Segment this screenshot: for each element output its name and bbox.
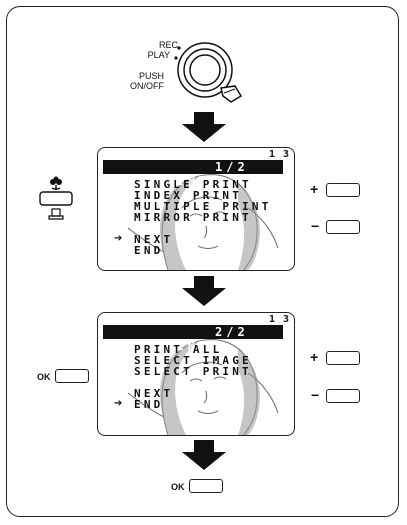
macro-print-button[interactable]	[38, 176, 74, 222]
dial-label-onoff: ON/OFF	[100, 81, 164, 91]
ok-button[interactable]	[189, 479, 223, 493]
ok-label: OK	[171, 482, 185, 492]
minus-button[interactable]	[326, 389, 360, 403]
menu-page: 2/2	[215, 325, 249, 339]
print-icon	[49, 209, 63, 219]
cursor-arrow-icon: ➔	[114, 398, 122, 409]
plus-button[interactable]	[326, 351, 360, 365]
menu-title-bar: PRINT 2/2	[103, 325, 283, 339]
flower-macro-icon	[50, 177, 62, 191]
menu-item-select-print[interactable]: SELECT PRINT	[134, 366, 252, 377]
down-arrow-icon	[182, 440, 226, 470]
lcd-screen-page1: 1 3 PRINT 1/2 SINGLE PRINT INDEX PRINT M…	[97, 147, 295, 271]
minus-label: −	[311, 218, 319, 234]
menu-item-end[interactable]: END	[134, 245, 163, 256]
frame-number: 1 3	[269, 149, 290, 160]
menu-item-end[interactable]: END	[134, 399, 163, 410]
down-arrow-icon	[182, 276, 226, 306]
plus-label: +	[310, 181, 318, 197]
minus-button[interactable]	[326, 220, 360, 234]
plus-button[interactable]	[326, 183, 360, 197]
menu-item-mirror-print[interactable]: MIRROR PRINT	[134, 212, 252, 223]
menu-title-bar: PRINT 1/2	[103, 160, 283, 174]
down-arrow-icon	[182, 112, 226, 142]
ok-button[interactable]	[55, 369, 89, 383]
dial-label-push: PUSH	[100, 71, 164, 81]
dial-knob-icon[interactable]	[165, 36, 245, 106]
cursor-arrow-icon: ➔	[114, 233, 122, 244]
dial-label-play: PLAY	[112, 50, 170, 60]
plus-label: +	[310, 349, 318, 365]
ok-label: OK	[37, 372, 51, 382]
minus-label: −	[311, 387, 319, 403]
frame-number: 1 3	[269, 314, 290, 325]
lcd-screen-page2: 1 3 PRINT 2/2 PRINT ALL SELECT IMAGE SEL…	[97, 312, 295, 436]
menu-page: 1/2	[215, 160, 249, 174]
